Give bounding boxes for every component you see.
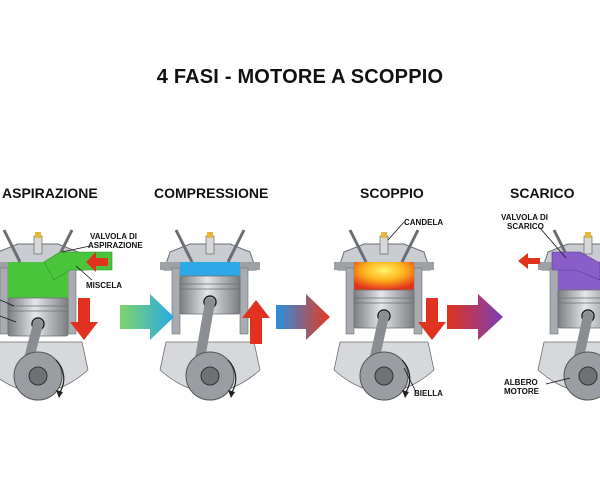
intake-valve-stem bbox=[348, 229, 368, 263]
label-albero-line1: ALBERO bbox=[504, 378, 538, 387]
exhaust-valve-stem bbox=[400, 229, 420, 263]
exhaust-valve-stem bbox=[226, 229, 246, 263]
phase-label-aspirazione: ASPIRAZIONE bbox=[2, 185, 98, 201]
exhaust-flow-arrow bbox=[518, 253, 540, 269]
label-biella: BIELLA bbox=[414, 389, 443, 398]
cylinder-wall-left bbox=[549, 267, 559, 335]
cylinder-wall-left bbox=[0, 267, 9, 335]
spark-plug bbox=[33, 235, 43, 255]
label-miscela: MISCELA bbox=[86, 281, 122, 290]
label-valvola-scarico-line2: SCARICO bbox=[507, 222, 544, 231]
leader-valvola-scarico bbox=[539, 227, 567, 259]
leader-miscela bbox=[75, 265, 93, 281]
cylinder-wall-left bbox=[171, 267, 181, 335]
cylinder-wall-right bbox=[239, 267, 249, 335]
rotation-arc bbox=[55, 359, 65, 393]
engine-unit-4 bbox=[537, 229, 600, 401]
piston bbox=[557, 289, 600, 329]
spark-plug-tip bbox=[381, 232, 387, 238]
cylinder-wall-left bbox=[345, 267, 355, 335]
engine-unit-2 bbox=[159, 229, 261, 401]
leader-candela bbox=[387, 221, 405, 241]
spark-plug-tip bbox=[207, 232, 213, 238]
label-candela: CANDELA bbox=[404, 218, 444, 227]
spark-plug bbox=[205, 235, 215, 255]
piston-down-arrow-aspirazione bbox=[70, 298, 98, 340]
spark-plug bbox=[379, 235, 389, 255]
combustion-chamber bbox=[354, 262, 414, 290]
label-valvola-scarico-line1: VALVOLA DI bbox=[501, 213, 548, 222]
rotation-arrowhead bbox=[228, 390, 235, 398]
diagram-title: 4 FASI - MOTORE A SCOPPIO bbox=[156, 66, 444, 88]
leader-cylinder-1 bbox=[0, 299, 15, 307]
combustion-chamber bbox=[180, 262, 240, 276]
spark-plug bbox=[583, 235, 593, 255]
transition-arrow-1 bbox=[120, 294, 174, 340]
rotation-arc bbox=[401, 359, 411, 393]
intake-valve-stem bbox=[174, 229, 194, 263]
crankshaft-hub bbox=[374, 366, 394, 386]
leader-cylinder-2 bbox=[0, 315, 17, 323]
engine-unit-3 bbox=[333, 229, 435, 401]
label-valvola-aspirazione-line2: ASPIRAZIONE bbox=[88, 241, 143, 250]
leader-valvola-aspirazione bbox=[61, 245, 91, 253]
piston-down-arrow-scoppio bbox=[418, 298, 446, 340]
phase-label-scoppio: SCOPPIO bbox=[360, 185, 424, 201]
rotation-arc bbox=[227, 359, 237, 393]
rotation-arrowhead bbox=[402, 390, 409, 398]
phase-label-scarico: SCARICO bbox=[510, 185, 575, 201]
intake-flow-arrow bbox=[86, 252, 108, 272]
exhaust-port bbox=[551, 251, 600, 281]
intake-valve-stem bbox=[2, 229, 22, 263]
crankshaft-hub bbox=[578, 366, 598, 386]
leader-biella bbox=[403, 367, 417, 393]
crankshaft-hub bbox=[28, 366, 48, 386]
label-albero-line2: MOTORE bbox=[504, 387, 539, 396]
piston-up-arrow-compressione bbox=[242, 300, 270, 344]
rotation-arrowhead bbox=[56, 390, 63, 398]
transition-arrow-2 bbox=[276, 294, 330, 340]
leader-albero bbox=[545, 377, 571, 385]
spark-plug-tip bbox=[35, 232, 41, 238]
transition-arrow-3 bbox=[447, 294, 503, 340]
label-valvola-aspirazione-line1: VALVOLA DI bbox=[90, 232, 137, 241]
phase-label-compressione: COMPRESSIONE bbox=[154, 185, 269, 201]
spark-plug-tip bbox=[585, 232, 591, 238]
crankshaft-hub bbox=[200, 366, 220, 386]
